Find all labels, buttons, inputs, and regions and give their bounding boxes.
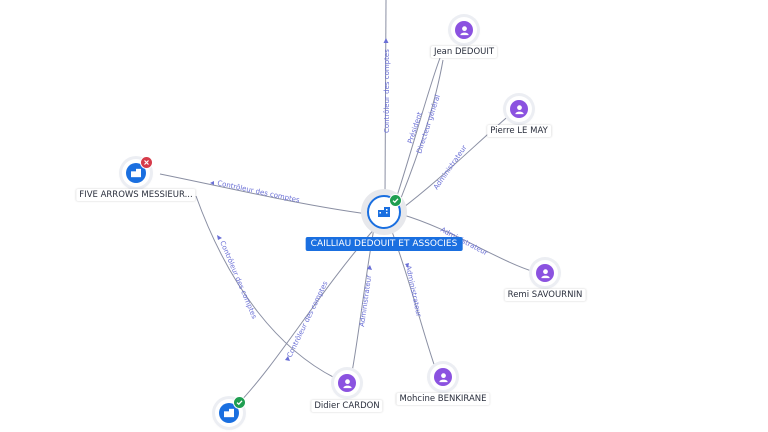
edge-arrow-top bbox=[383, 38, 389, 43]
person-node-mohcine[interactable] bbox=[430, 364, 456, 390]
person-icon bbox=[514, 104, 524, 114]
person-icon bbox=[438, 372, 448, 382]
company-node-2[interactable] bbox=[215, 396, 246, 427]
person-label-jean[interactable]: Jean DEDOUIT bbox=[430, 46, 498, 58]
edge-arrow-didier bbox=[367, 265, 372, 270]
person-label-pierre[interactable]: Pierre LE MAY bbox=[487, 125, 551, 137]
building-icon bbox=[378, 207, 390, 217]
center-company-node[interactable] bbox=[367, 194, 402, 229]
person-icon bbox=[459, 25, 469, 35]
person-node-pierre[interactable] bbox=[506, 96, 532, 122]
edge-label-fa-didier: Contrôleur des comptes bbox=[218, 240, 258, 321]
edge-arrow-fa-didier bbox=[217, 235, 222, 240]
edge-jean-2 bbox=[400, 59, 444, 199]
edge-arrow-mohcine bbox=[405, 263, 409, 268]
person-node-didier[interactable] bbox=[334, 370, 360, 396]
building-icon bbox=[224, 408, 234, 418]
person-icon bbox=[342, 378, 352, 388]
edge-label-pierre: Administrateur bbox=[432, 144, 469, 191]
check-icon bbox=[392, 198, 399, 204]
person-label-remi[interactable]: Remi SAVOURNIN bbox=[504, 289, 586, 301]
edge-arrow-fivearrows bbox=[210, 181, 214, 185]
inactive-status-badge bbox=[140, 156, 153, 169]
edge-fa-didier bbox=[195, 195, 336, 379]
edge-label-fivearrows: Contrôleur des comptes bbox=[217, 179, 301, 204]
active-status-badge bbox=[389, 194, 402, 207]
edge-label-didier: Administrateur bbox=[358, 274, 373, 327]
edge-remi bbox=[399, 213, 536, 273]
company-node-fivearrows[interactable] bbox=[122, 156, 153, 187]
edge-label-company2: Contrôleur des comptes bbox=[286, 280, 330, 359]
building-icon bbox=[131, 168, 141, 178]
person-label-didier[interactable]: Didier CARDON bbox=[311, 400, 383, 412]
person-node-jean[interactable] bbox=[451, 17, 477, 43]
edge-label-top: Contrôleur des comptes bbox=[383, 49, 391, 133]
active-status-badge bbox=[233, 396, 246, 409]
edge-fivearrows bbox=[159, 173, 369, 215]
edge-top bbox=[384, 0, 387, 197]
edge-label-mohcine: Administrateur bbox=[404, 265, 423, 318]
person-node-remi[interactable] bbox=[532, 260, 558, 286]
person-label-mohcine[interactable]: Mohcine BENKIRANE bbox=[396, 393, 490, 405]
edge-arrow-company2 bbox=[285, 356, 290, 361]
close-icon bbox=[144, 160, 149, 165]
check-icon bbox=[236, 400, 243, 406]
edge-pierre bbox=[399, 112, 513, 211]
person-icon bbox=[540, 268, 550, 278]
center-company-label[interactable]: CAILLIAU DEDOUIT ET ASSOCIES bbox=[305, 237, 463, 251]
edge-jean-1 bbox=[396, 57, 441, 197]
company-label-fivearrows[interactable]: FIVE ARROWS MESSIEUR... bbox=[76, 189, 196, 201]
